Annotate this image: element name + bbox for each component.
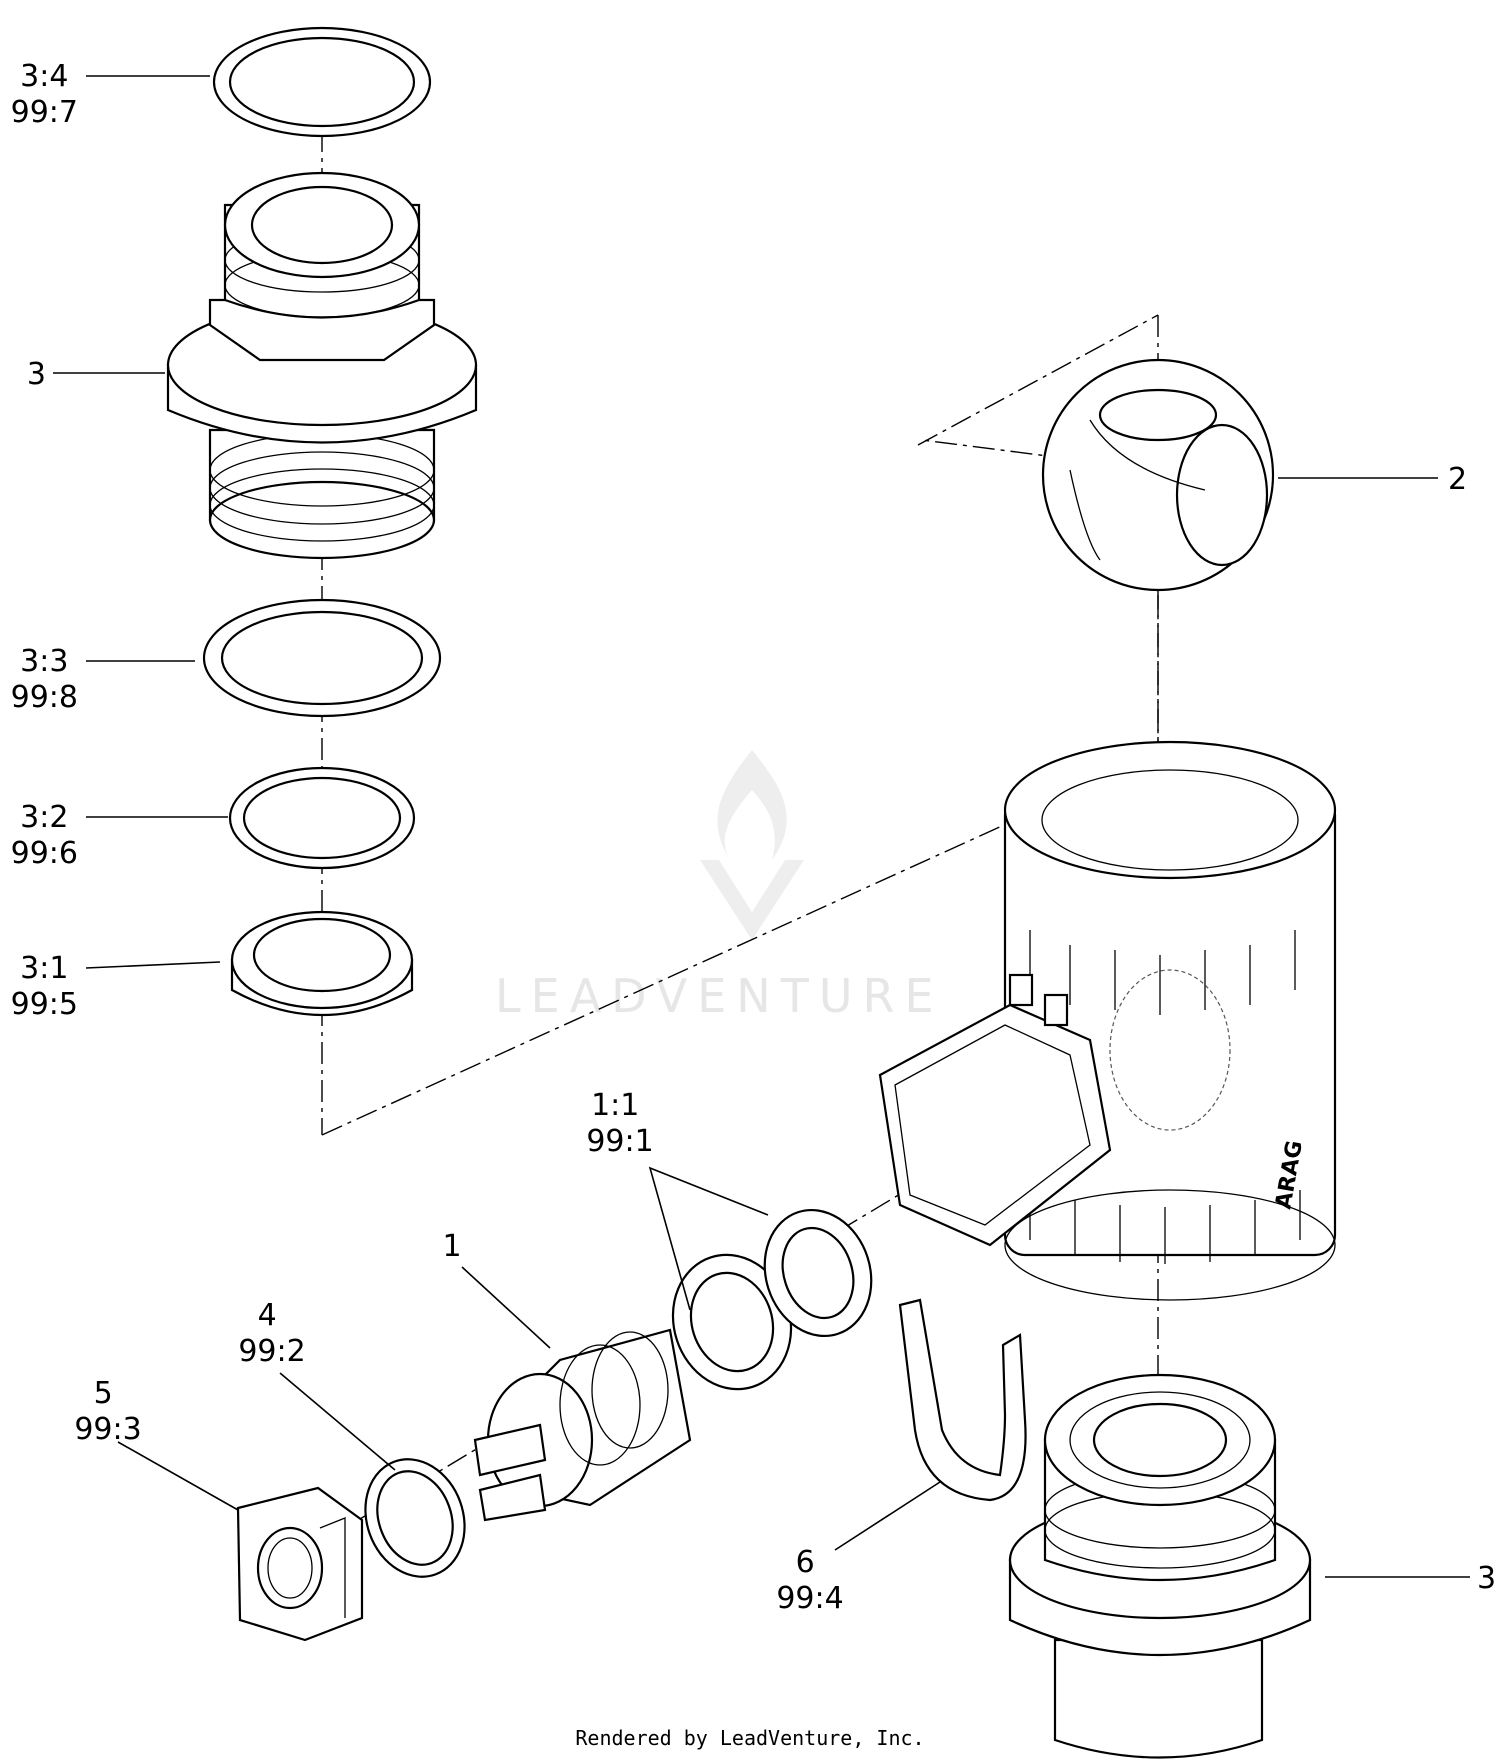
part-ball-2: [1041, 358, 1275, 592]
watermark-text: LEADVENTURE: [495, 969, 944, 1023]
leader-4: [279, 1372, 396, 1471]
callout-5: 5 99:3: [74, 1376, 141, 1447]
callout-labels: 3:4 99:7 3 3:3 99:8 3:2 99:6 3:1 99:5 2 …: [11, 59, 1496, 1616]
leader-1-1: [648, 1166, 769, 1311]
callout-2: 2: [1448, 462, 1467, 497]
leader-6: [834, 1481, 941, 1551]
part-stem-1: [473, 1328, 692, 1522]
callout-4: 4 99:2: [238, 1298, 305, 1369]
part-fitting-3-bottom: [1008, 1373, 1312, 1759]
part-o-ring-3-3: [202, 598, 442, 718]
callout-6: 6 99:4: [776, 1545, 843, 1616]
leader-3-1: [85, 961, 221, 969]
part-cap-5: [236, 1486, 364, 1642]
callout-3-bottom: 3: [1477, 1561, 1496, 1596]
callout-3-top: 3: [27, 357, 46, 392]
leader-5: [117, 1441, 239, 1511]
callout-3-2: 3:2 99:6: [11, 800, 78, 871]
leader-lines: [53, 75, 1470, 1578]
callout-1-1: 1:1 99:1: [586, 1088, 653, 1159]
part-o-ring-4: [364, 1458, 466, 1578]
part-o-ring-3-2: [228, 766, 416, 870]
callout-1: 1: [442, 1229, 461, 1264]
part-o-ring-1-1: [671, 1208, 873, 1391]
watermark: LEADVENTURE: [495, 750, 944, 1023]
part-seat-3-1: [230, 910, 414, 1016]
part-clip-6: [898, 1298, 1027, 1502]
callout-3-3: 3:3 99:8: [11, 644, 78, 715]
watermark-logo-icon: [700, 750, 804, 940]
callout-3-4: 3:4 99:7: [11, 59, 78, 130]
callout-3-1: 3:1 99:5: [11, 951, 78, 1022]
leader-1: [461, 1266, 551, 1349]
part-valve-body: ARAG: [878, 740, 1337, 1301]
part-fitting-3-top: [166, 171, 478, 560]
footer-credit: Rendered by LeadVenture, Inc.: [575, 1726, 924, 1750]
part-o-ring-3-4: [212, 26, 432, 138]
